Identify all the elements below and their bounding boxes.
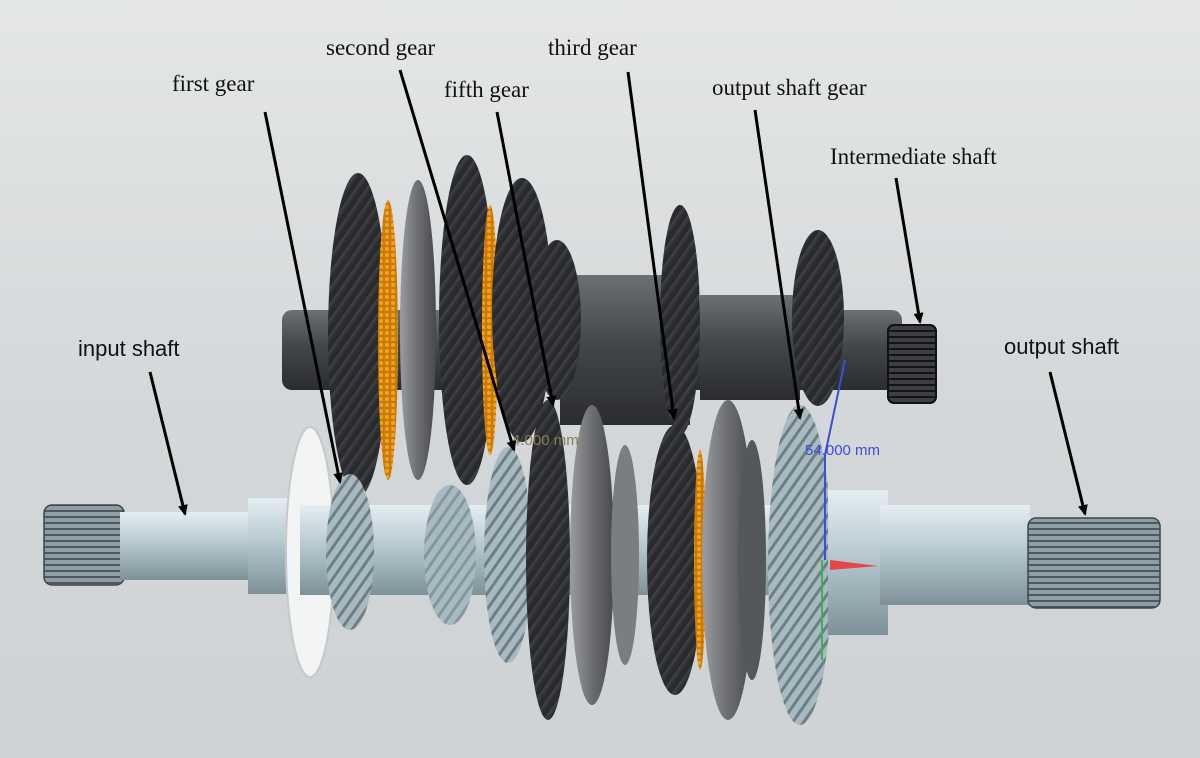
- main-shaft-assembly: [43, 400, 1161, 725]
- label-first-gear: first gear: [172, 71, 255, 96]
- label-third-gear: third gear: [548, 35, 637, 60]
- label-fifth-gear: fifth gear: [444, 77, 529, 102]
- cad-axis-overlay: [821, 359, 878, 660]
- measure-label-a: 4.000 mm: [512, 432, 579, 449]
- label-intermediate-shaft: Intermediate shaft: [830, 144, 997, 169]
- label-input-shaft: input shaft: [78, 336, 180, 361]
- measure-label-b: 54.000 mm: [805, 442, 880, 459]
- label-second-gear: second gear: [326, 35, 436, 60]
- label-output-shaft: output shaft: [1004, 334, 1119, 359]
- label-output-shaft-gear: output shaft gear: [712, 75, 867, 100]
